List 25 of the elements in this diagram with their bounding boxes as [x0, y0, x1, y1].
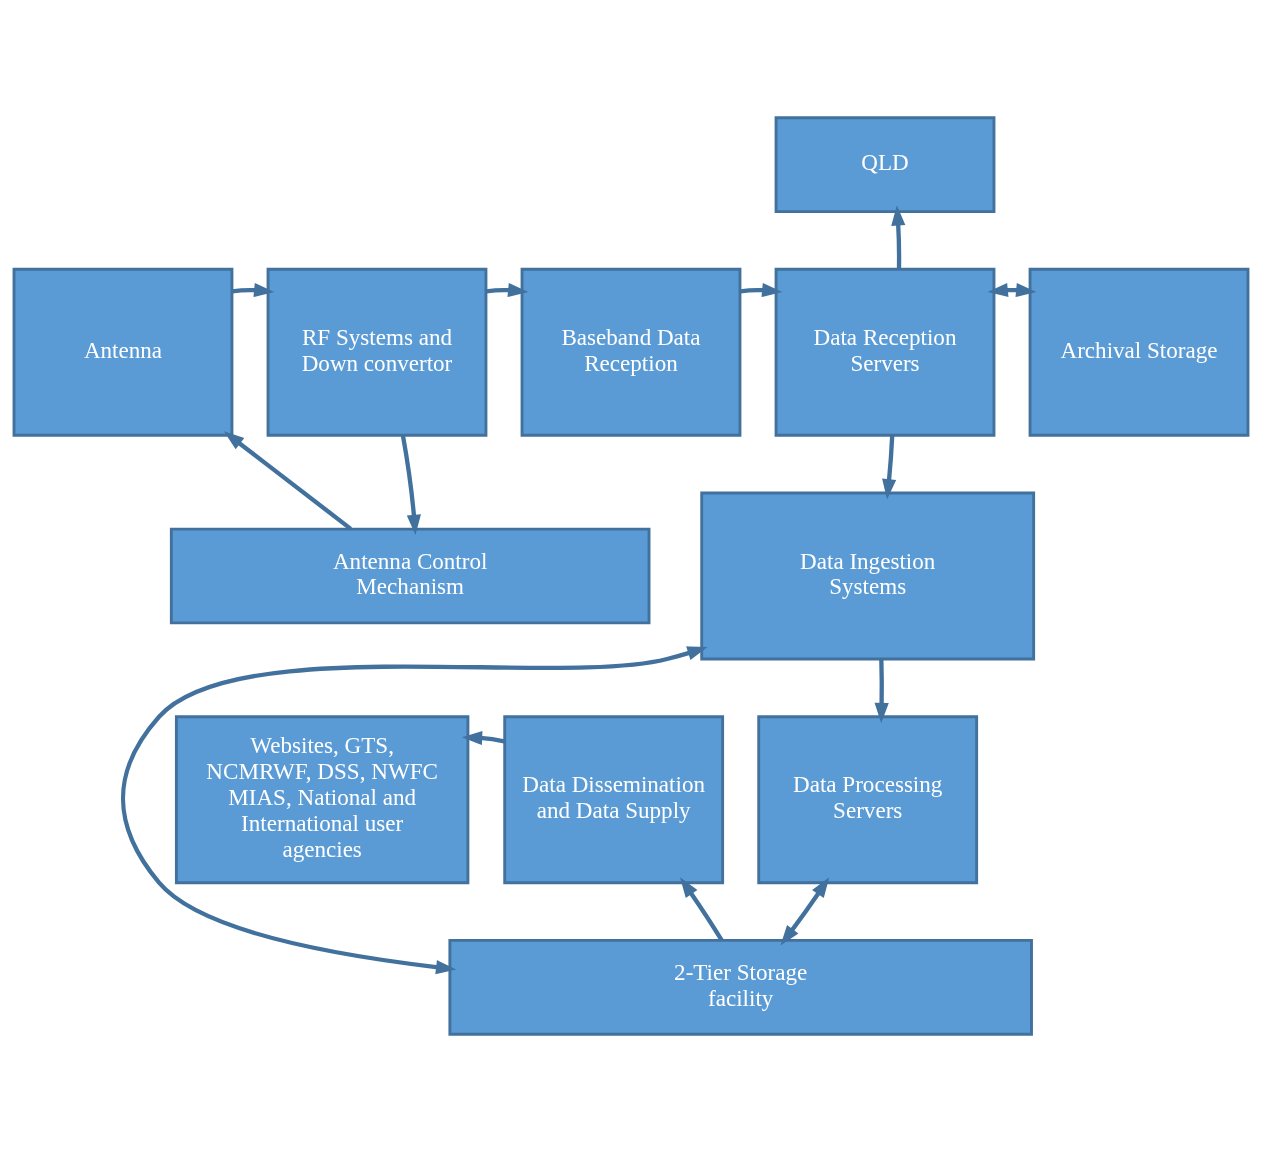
node-box: Antenna	[12, 267, 234, 437]
arrow	[987, 282, 1037, 298]
arrow	[231, 282, 275, 298]
arrow	[891, 205, 906, 270]
node-box: Baseband Data Reception	[520, 267, 742, 437]
arrow	[461, 730, 505, 746]
arrow	[874, 658, 889, 724]
node-box: 2-Tier Storage facility	[448, 938, 1033, 1036]
arrow	[739, 282, 783, 298]
node-box: Archival Storage	[1028, 267, 1250, 437]
arrow	[120, 646, 708, 975]
arrow	[882, 435, 897, 500]
node-box: Data Ingestion Systems	[700, 491, 1036, 661]
node-box: Data Reception Servers	[774, 267, 996, 437]
arrow	[780, 877, 830, 946]
arrow	[485, 282, 529, 298]
node-box: Antenna Control Mechanism	[169, 527, 651, 625]
arrow	[400, 434, 421, 536]
node-box: Data Processing Servers	[757, 715, 979, 885]
node-box: QLD	[774, 116, 996, 214]
arrow	[223, 431, 353, 531]
node-box: RF Systems and Down convertor	[266, 267, 488, 437]
node-box: Websites, GTS, NCMRWF, DSS, NWFC MIAS, National and International user agencies	[174, 715, 470, 885]
arrow	[680, 877, 724, 942]
node-box: Data Dissemination and Data Supply	[503, 715, 725, 885]
